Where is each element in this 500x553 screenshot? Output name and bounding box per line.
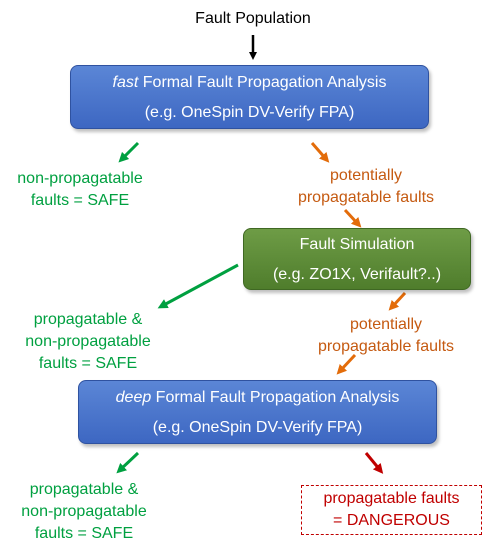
potential-1-line-1: potentially <box>329 167 403 184</box>
potential-1-line-2: propagatable faults <box>297 189 435 206</box>
dangerous-faults-box: propagatable faults = DANGEROUS <box>301 485 482 535</box>
deep-fpa-box: deep Formal Fault Propagation Analysis (… <box>78 380 437 444</box>
fast-fpa-example: (e.g. OneSpin DV-Verify FPA) <box>144 104 355 121</box>
arrow-sim-safe <box>157 263 239 309</box>
arrow-fast-potential <box>310 142 330 163</box>
deep-emphasis: deep <box>115 389 152 406</box>
deep-safe-line-3: faults = SAFE <box>34 525 134 542</box>
sim-safe-label: propagatable & non-propagatable faults =… <box>12 309 164 375</box>
sim-safe-line-1: propagatable & <box>33 311 143 328</box>
fast-fpa-title-rest: Formal Fault Propagation Analysis <box>138 74 387 91</box>
fault-simulation-example: (e.g. ZO1X, Verifault?..) <box>272 266 442 283</box>
potential-2-line-1: potentially <box>349 316 423 333</box>
fast-safe-line-1: non-propagatable <box>17 170 143 187</box>
sim-safe-line-2: non-propagatable <box>25 333 151 350</box>
arrow-fast-safe <box>118 141 140 163</box>
deep-fpa-example: (e.g. OneSpin DV-Verify FPA) <box>152 419 363 436</box>
deep-fpa-title: deep Formal Fault Propagation Analysis <box>79 383 436 413</box>
fast-safe-line-2: faults = SAFE <box>30 192 130 209</box>
fault-simulation-title: Fault Simulation <box>299 236 415 253</box>
arrow-deep-safe <box>116 451 140 474</box>
fast-fpa-title: fast Formal Fault Propagation Analysis <box>71 68 428 98</box>
sim-safe-line-3: faults = SAFE <box>38 355 138 372</box>
potential-faults-label-2: potentially propagatable faults <box>304 314 468 358</box>
deep-safe-line-1: propagatable & <box>29 481 139 498</box>
fast-fpa-box: fast Formal Fault Propagation Analysis (… <box>70 65 429 129</box>
deep-safe-label: propagatable & non-propagatable faults =… <box>8 479 160 545</box>
arrow-potential-sim <box>343 208 362 228</box>
fast-safe-label: non-propagatable faults = SAFE <box>4 168 156 212</box>
fast-emphasis: fast <box>112 74 139 91</box>
dangerous-line-1: propagatable faults <box>323 490 460 507</box>
fault-population-label: Fault Population <box>195 10 311 27</box>
deep-fpa-title-rest: Formal Fault Propagation Analysis <box>151 389 400 406</box>
potential-faults-label-1: potentially propagatable faults <box>284 165 448 209</box>
deep-safe-line-2: non-propagatable <box>21 503 147 520</box>
arrow-deep-dangerous <box>364 452 384 474</box>
dangerous-line-2: = DANGEROUS <box>333 512 450 529</box>
fault-simulation-box: Fault Simulation (e.g. ZO1X, Verifault?.… <box>243 228 471 290</box>
arrow-sim-potential <box>388 291 407 311</box>
potential-2-line-2: propagatable faults <box>317 338 455 355</box>
